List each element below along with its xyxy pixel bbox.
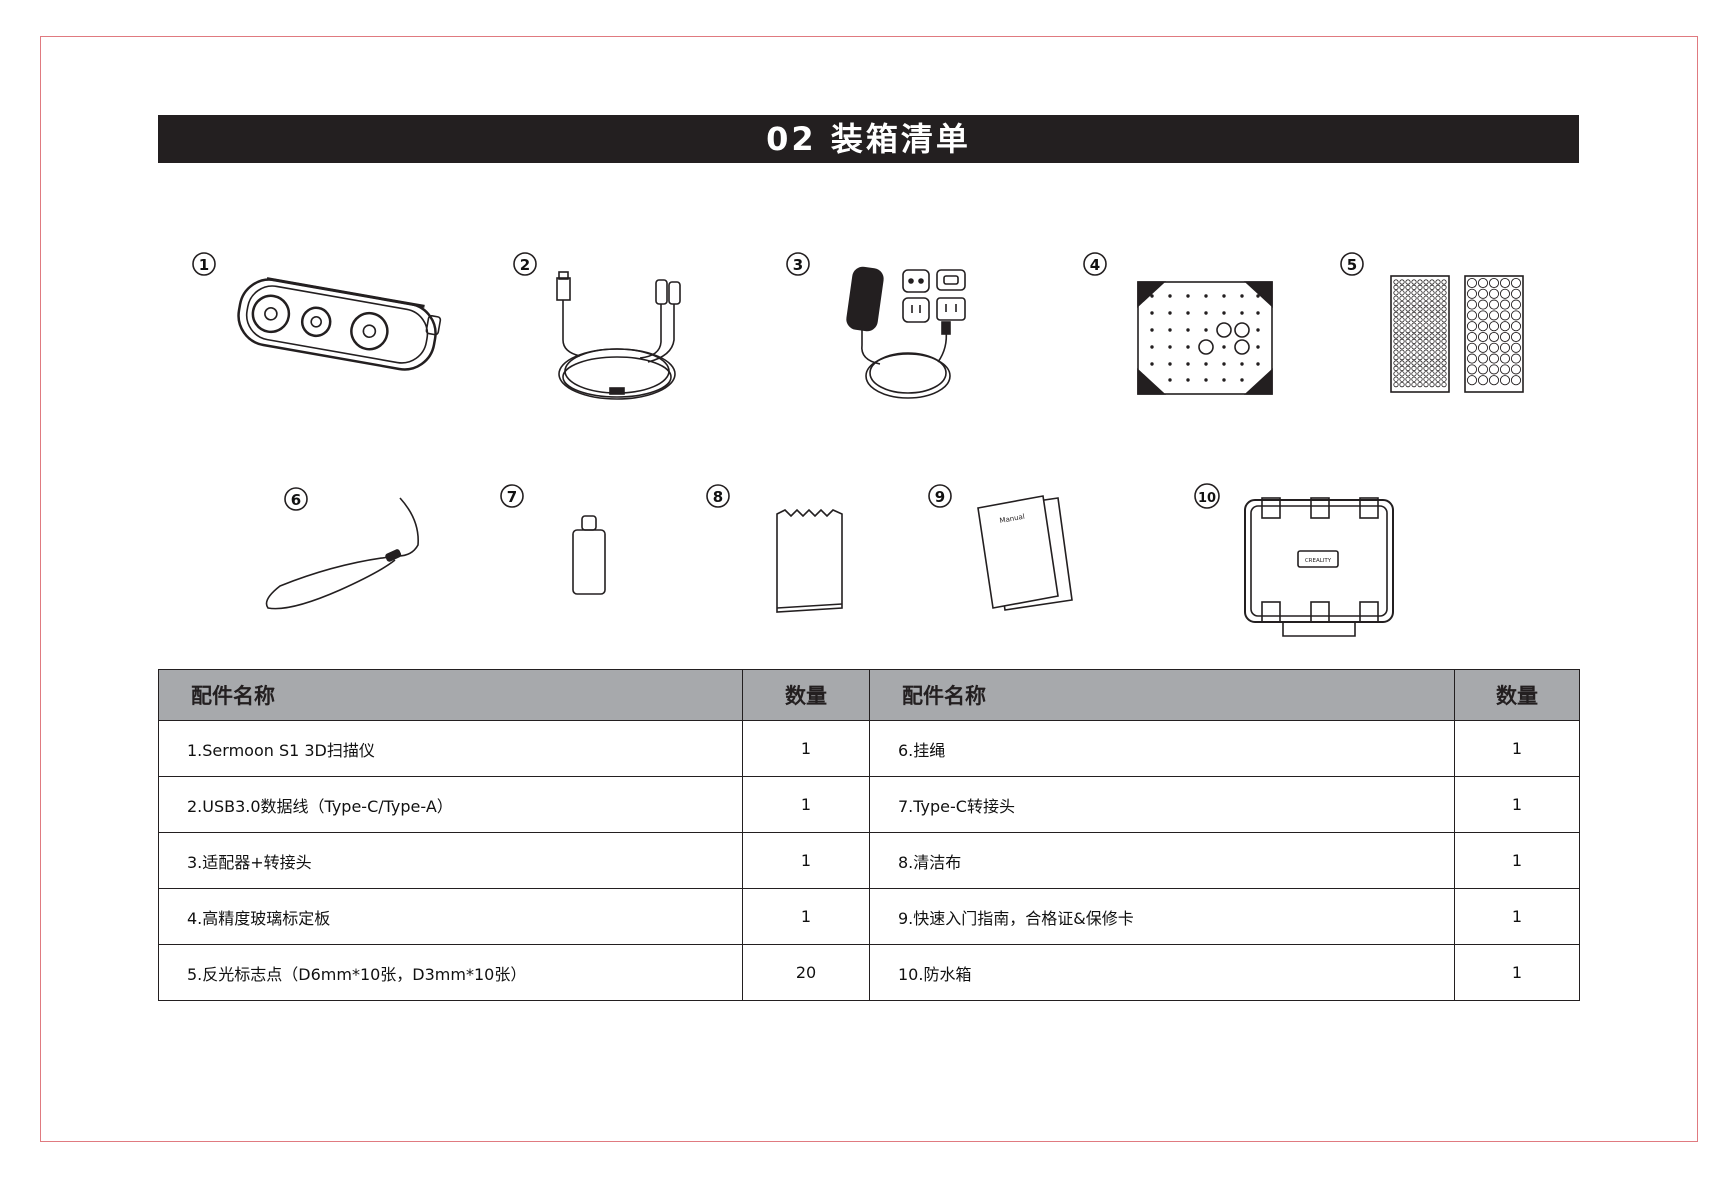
- item-name: 7.Type-C转接头: [869, 776, 1455, 833]
- item-number-label: 9: [935, 488, 945, 506]
- table-row: 5.反光标志点（D6mm*10张，D3mm*10张） 20 10.防水箱 1: [158, 944, 1580, 1001]
- marker-sheets-icon: [1390, 275, 1524, 393]
- item-number-5: 5: [1340, 252, 1364, 276]
- table-header-row: 配件名称 数量 配件名称 数量: [158, 669, 1580, 721]
- item-number-label: 3: [793, 256, 803, 274]
- manual-icon: Manual: [977, 495, 1073, 611]
- table-row: 1.Sermoon S1 3D扫描仪 1 6.挂绳 1: [158, 720, 1580, 777]
- item-qty: 1: [1454, 832, 1580, 889]
- item-number-4: 4: [1083, 252, 1107, 276]
- calibration-board-icon: [1137, 281, 1273, 395]
- column-header-name: 配件名称: [158, 669, 743, 721]
- item-qty: 1: [1454, 720, 1580, 777]
- item-qty: 1: [742, 720, 870, 777]
- scanner-icon: [237, 277, 442, 371]
- item-qty: 1: [742, 832, 870, 889]
- item-qty: 1: [1454, 776, 1580, 833]
- item-number-8: 8: [706, 484, 730, 508]
- item-name: 6.挂绳: [869, 720, 1455, 777]
- item-name: 4.高精度玻璃标定板: [158, 888, 743, 945]
- item-qty: 1: [742, 888, 870, 945]
- item-qty: 20: [742, 944, 870, 1001]
- item-number-label: 5: [1347, 256, 1357, 274]
- item-name: 1.Sermoon S1 3D扫描仪: [158, 720, 743, 777]
- column-header-qty: 数量: [742, 669, 870, 721]
- item-number-2: 2: [513, 252, 537, 276]
- item-number-10: 10: [1194, 483, 1220, 509]
- column-header-name: 配件名称: [869, 669, 1455, 721]
- usb-cable-icon: [556, 271, 681, 400]
- item-number-9: 9: [928, 484, 952, 508]
- item-qty: 1: [742, 776, 870, 833]
- item-qty: 1: [1454, 888, 1580, 945]
- waterproof-case-icon: CREALITY: [1244, 497, 1394, 637]
- package-list-table: 配件名称 数量 配件名称 数量 1.Sermoon S1 3D扫描仪 1 6.挂…: [158, 669, 1580, 1001]
- item-number-label: 1: [199, 256, 209, 274]
- item-number-label: 7: [507, 488, 517, 506]
- cleaning-cloth-icon: [776, 508, 843, 613]
- table-row: 4.高精度玻璃标定板 1 9.快速入门指南，合格证&保修卡 1: [158, 888, 1580, 945]
- type-c-adapter-icon: [572, 515, 606, 595]
- page-frame: [40, 36, 1698, 1142]
- column-header-qty: 数量: [1454, 669, 1580, 721]
- item-number-label: 2: [520, 256, 530, 274]
- item-number-label: 4: [1090, 256, 1100, 274]
- item-name: 9.快速入门指南，合格证&保修卡: [869, 888, 1455, 945]
- power-adapter-icon: [846, 266, 966, 399]
- item-qty: 1: [1454, 944, 1580, 1001]
- item-name: 10.防水箱: [869, 944, 1455, 1001]
- lanyard-icon: [265, 497, 419, 610]
- item-number-7: 7: [500, 484, 524, 508]
- case-logo-label: CREALITY: [1305, 558, 1332, 564]
- table-row: 3.适配器+转接头 1 8.清洁布 1: [158, 832, 1580, 889]
- section-title: 02 装箱清单: [158, 115, 1579, 163]
- table-row: 2.USB3.0数据线（Type-C/Type-A） 1 7.Type-C转接头…: [158, 776, 1580, 833]
- item-name: 2.USB3.0数据线（Type-C/Type-A）: [158, 776, 743, 833]
- item-name: 5.反光标志点（D6mm*10张，D3mm*10张）: [158, 944, 743, 1001]
- item-number-6: 6: [284, 487, 308, 511]
- item-name: 3.适配器+转接头: [158, 832, 743, 889]
- item-number-label: 10: [1198, 491, 1216, 506]
- item-number-1: 1: [192, 252, 216, 276]
- item-number-label: 8: [713, 488, 723, 506]
- item-number-label: 6: [291, 491, 301, 509]
- item-name: 8.清洁布: [869, 832, 1455, 889]
- item-number-3: 3: [786, 252, 810, 276]
